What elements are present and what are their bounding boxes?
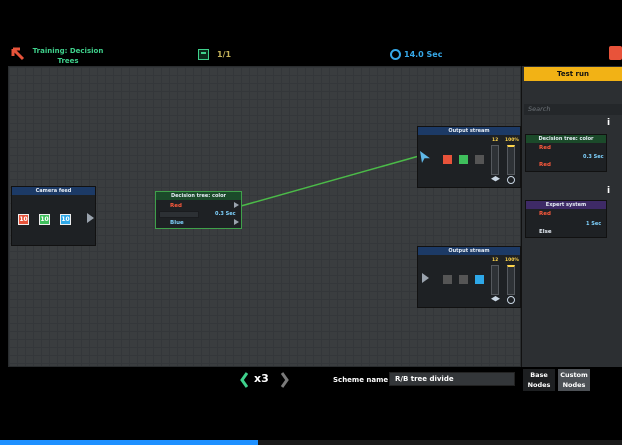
bottom-bar: [0, 367, 622, 445]
camera-feed-node[interactable]: Camera feed 10 10 10: [11, 186, 96, 246]
green-item: [459, 155, 468, 164]
level-progress-bar: [0, 440, 622, 445]
save-icon[interactable]: [609, 46, 622, 60]
output-stream-node-top[interactable]: Output stream 12 100%: [417, 126, 521, 188]
node-title: Decision tree: color: [156, 192, 241, 200]
node-title: Decision tree: color: [526, 135, 606, 143]
blue-count: 10: [60, 214, 71, 225]
training-title: Training: Decision Trees: [32, 47, 104, 65]
branch-red-label: Red: [539, 145, 551, 151]
output-stream-node-bottom[interactable]: Output stream 12 100%: [417, 246, 521, 308]
tab-base-nodes[interactable]: Base Nodes: [523, 369, 555, 391]
scheme-name-label: Scheme name :: [333, 376, 394, 384]
branch-red-label-2: Red: [539, 162, 551, 168]
top-bar: Training: Decision Trees 1/1 14.0 Sec: [0, 0, 622, 66]
empty-item: [459, 275, 468, 284]
connection-layer: [240, 155, 420, 207]
library-card-expert-system[interactable]: Expert system Red 1 Sec Else: [525, 200, 607, 238]
branch-red-bar: [159, 211, 199, 218]
branch-else-label: Else: [539, 229, 552, 235]
decision-tree-node[interactable]: Decision tree: color Red Blue 0.3 Sec: [155, 191, 242, 229]
fill-meter: [507, 145, 515, 175]
node-title: Expert system: [526, 201, 606, 209]
input-port-icon[interactable]: [422, 273, 429, 283]
speed-decrease-icon[interactable]: [240, 372, 248, 388]
item-count: 12: [492, 138, 499, 143]
fill-percent: 100%: [505, 138, 519, 143]
empty-item: [443, 275, 452, 284]
fill-meter: [491, 265, 499, 295]
layers-icon: [491, 176, 500, 182]
process-time: 1 Sec: [586, 221, 602, 227]
test-run-button[interactable]: Test run: [524, 67, 622, 81]
speed-increase-icon[interactable]: [281, 372, 289, 388]
library-card-decision-tree[interactable]: Decision tree: color Red 0.3 Sec Red: [525, 134, 607, 172]
info-icon[interactable]: i: [607, 186, 611, 196]
connection-wire: [240, 155, 420, 207]
blue-item: [475, 275, 484, 284]
timer-text: 14.0 Sec: [404, 50, 443, 59]
fill-meter: [507, 265, 515, 295]
output-port-icon[interactable]: [234, 219, 239, 225]
green-count: 10: [39, 214, 50, 225]
speed-multiplier: x3: [254, 372, 269, 385]
branch-blue-label: Blue: [170, 220, 184, 226]
output-port-icon[interactable]: [87, 213, 94, 223]
cursor-icon: [420, 151, 430, 163]
tab-custom-nodes[interactable]: Custom Nodes: [558, 369, 590, 391]
refresh-icon[interactable]: [507, 176, 515, 184]
branch-red-label: Red: [539, 211, 551, 217]
level-progress-fill: [0, 440, 259, 445]
fill-meter: [491, 145, 499, 175]
counter-icon: [198, 49, 209, 60]
output-port-icon[interactable]: [234, 202, 239, 208]
search-input[interactable]: Search: [524, 104, 622, 115]
node-canvas[interactable]: Camera feed 10 10 10 Decision tree: colo…: [8, 66, 521, 367]
red-item: [443, 155, 452, 164]
node-title: Camera feed: [12, 187, 95, 195]
node-title: Output stream: [418, 127, 520, 135]
back-arrow-icon[interactable]: [10, 46, 26, 62]
fill-percent: 100%: [505, 258, 519, 263]
refresh-icon[interactable]: [507, 296, 515, 304]
red-count: 10: [18, 214, 29, 225]
empty-item: [475, 155, 484, 164]
node-title: Output stream: [418, 247, 520, 255]
process-time: 0.3 Sec: [583, 154, 604, 160]
item-count: 12: [492, 258, 499, 263]
branch-red-label: Red: [170, 203, 182, 209]
process-time: 0.3 Sec: [215, 211, 236, 217]
info-icon[interactable]: i: [607, 118, 611, 128]
layers-icon: [491, 296, 500, 302]
attempt-counter: 1/1: [217, 50, 232, 59]
timer-icon: [390, 49, 401, 60]
scheme-name-input[interactable]: R/B tree divide: [389, 372, 515, 386]
